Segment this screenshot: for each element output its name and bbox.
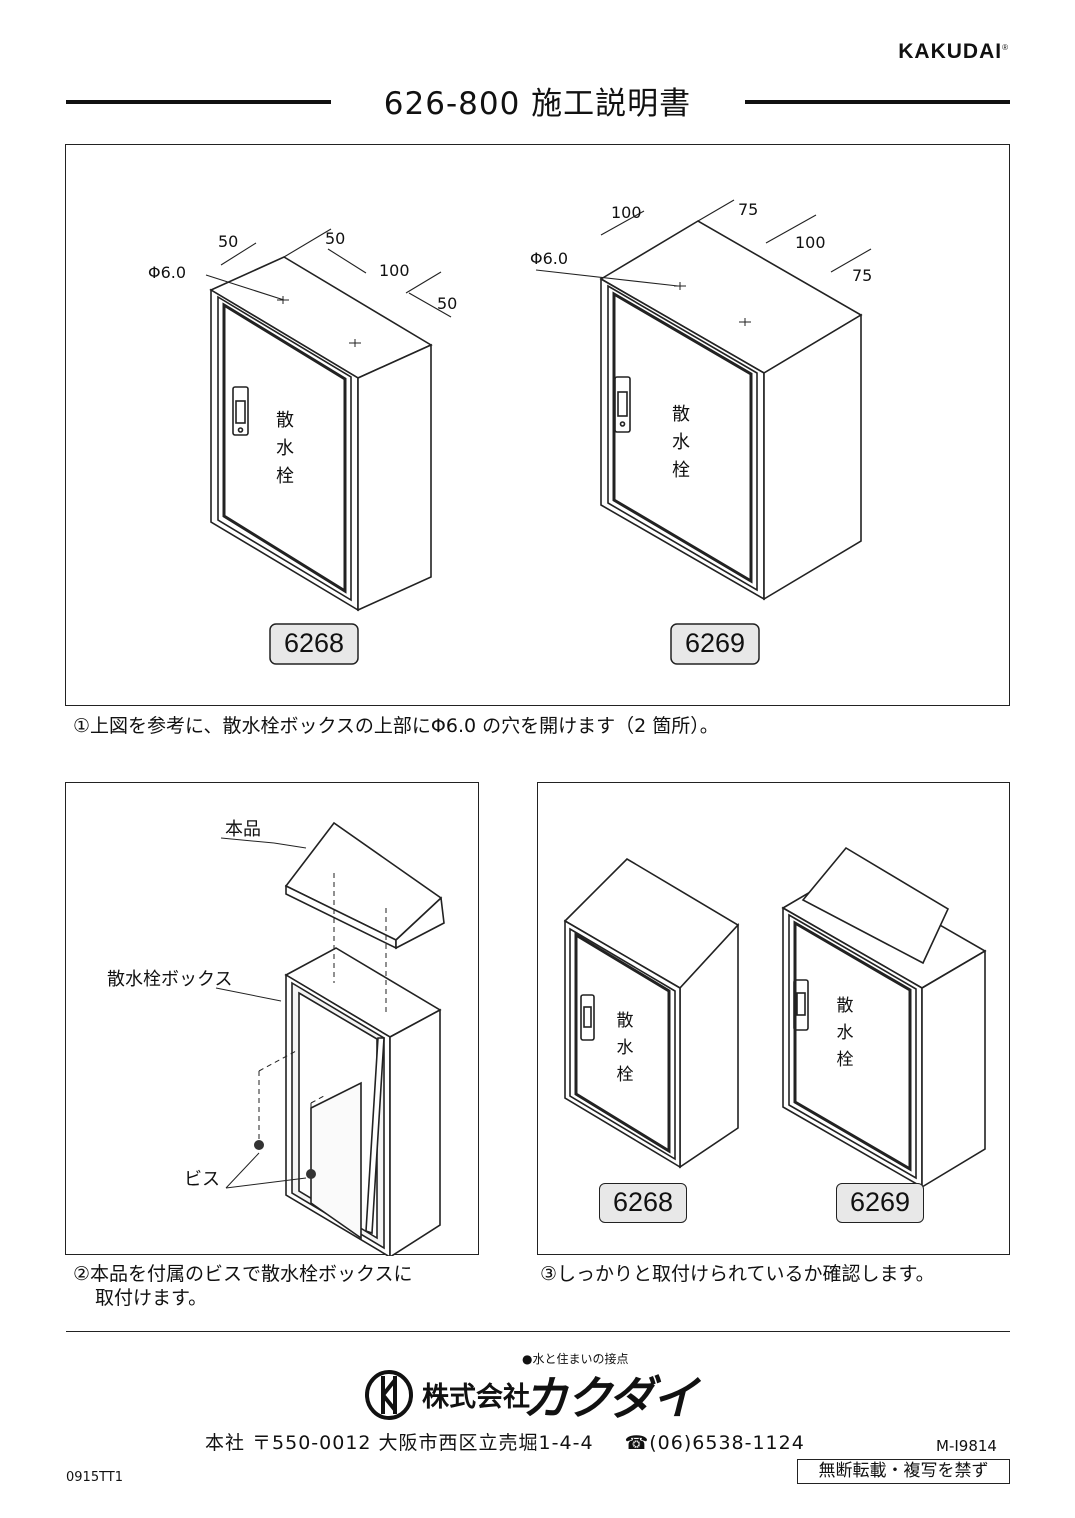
company-logo-icon	[365, 1370, 413, 1420]
step1-caption: ①上図を参考に、散水栓ボックスの上部にΦ6.0 の穴を開けます（2 箇所）。	[73, 715, 719, 737]
label-sprinkler-box: 散水栓ボックス	[107, 969, 233, 990]
dim-label: 100	[611, 203, 642, 222]
registered-mark: ®	[1002, 43, 1009, 52]
footer-rule	[66, 1331, 1010, 1332]
mounting-illustration	[215, 821, 445, 1256]
model-badge-6269	[670, 623, 760, 665]
company-address: 本社 〒550-0012 大阪市西区立売堀1-4-4 ☎(06)6538-112…	[205, 1428, 805, 1455]
model-number: 6269	[684, 628, 746, 658]
dim-label: 75	[738, 200, 759, 219]
company-tagline: ●水と住まいの接点	[522, 1352, 629, 1366]
model-number: 6268	[283, 628, 345, 658]
title-rule-right	[745, 100, 1010, 104]
panel-drilling: 50 50 100 50 Φ6.0 散 水 栓 6268 100 75 100 …	[65, 144, 1010, 706]
door-label: 散 水 栓	[836, 996, 854, 1070]
door-label: 散 水 栓	[616, 1011, 634, 1085]
model-number: 6268	[599, 1183, 687, 1223]
company-prefix: 株式会社	[422, 1382, 530, 1413]
label-product: 本品	[225, 819, 261, 840]
page-title-text: 626-800 施工説明書	[367, 86, 708, 122]
dim-label: 50	[218, 232, 239, 251]
company-name: カクダイ	[522, 1371, 698, 1425]
model-number: 6269	[836, 1183, 924, 1223]
step3-caption: ③しっかりと取付けられているか確認します。	[540, 1263, 935, 1285]
dim-label: 100	[379, 261, 410, 280]
drilling-illustration	[205, 199, 872, 665]
document-number: M-I9814	[936, 1437, 997, 1455]
dim-label: 75	[852, 266, 873, 285]
dim-label: 100	[795, 233, 826, 252]
dim-label: 50	[437, 294, 458, 313]
door-label: 散 水 栓	[672, 404, 690, 481]
brand-name: KAKUDAI	[898, 40, 1003, 63]
address-text: 本社 〒550-0012 大阪市西区立売堀1-4-4	[205, 1432, 594, 1454]
step2-caption: ②本品を付属のビスで散水栓ボックスに 取付けます。	[73, 1263, 413, 1309]
panel-mounting: 本品 散水栓ボックス ビス	[65, 782, 479, 1256]
label-screw: ビス	[184, 1169, 220, 1190]
brand-logo: KAKUDAI®	[898, 40, 1009, 64]
print-code: 0915TT1	[66, 1470, 124, 1485]
page-title: 626-800 施工説明書	[0, 78, 1075, 123]
hole-label: Φ6.0	[148, 263, 187, 282]
dim-label: 50	[325, 229, 346, 248]
check-illustration	[563, 846, 987, 1189]
model-badge-6268	[269, 623, 359, 665]
panel-check: 散 水 栓 散 水 栓 6268 6269	[537, 782, 1010, 1255]
phone-number: ☎(06)6538-1124	[624, 1432, 805, 1454]
title-rule-left	[66, 100, 331, 104]
door-label: 散 水 栓	[276, 410, 294, 487]
copyright-notice: 無断転載・複写を禁ず	[797, 1459, 1010, 1484]
hole-label: Φ6.0	[530, 249, 569, 268]
